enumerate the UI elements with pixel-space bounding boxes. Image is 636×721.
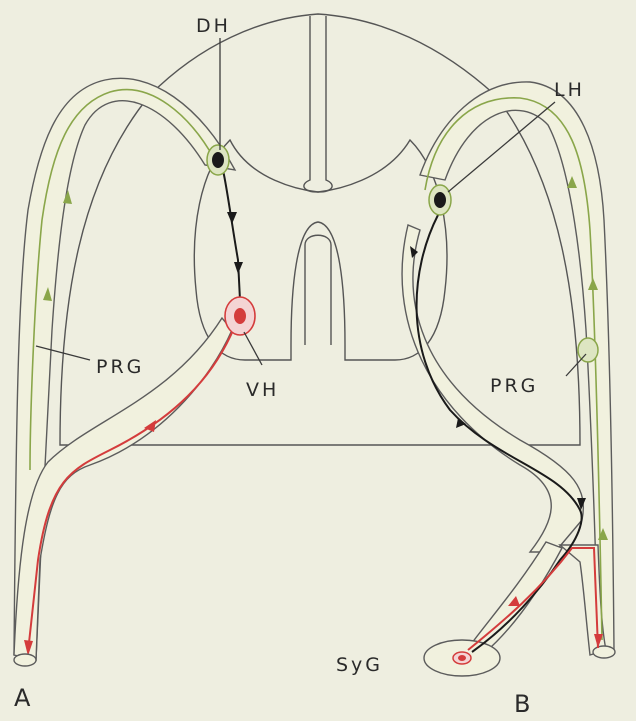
label-panel-a: A	[14, 684, 33, 712]
interneuron-arrow-1	[227, 212, 237, 224]
label-lh: LH	[554, 79, 585, 101]
interneuron-arrow-2	[234, 262, 243, 274]
label-panel-b: B	[514, 690, 533, 717]
label-prg-left: PRG	[96, 356, 144, 378]
label-vh: VH	[246, 379, 279, 401]
ventral-median-fissure	[305, 235, 331, 345]
label-syg: SyG	[336, 654, 383, 676]
prg-right-leader	[566, 354, 586, 376]
dorsal-horn-neuron	[212, 152, 224, 168]
right-nerve-end	[593, 646, 615, 658]
label-prg-right: PRG	[490, 375, 538, 397]
dorsal-horn-interneuron	[220, 158, 240, 300]
ganglion-neuron	[458, 655, 466, 661]
ventral-horn-neuron	[234, 308, 246, 324]
ganglion-cell-right	[578, 338, 598, 362]
lateral-horn-neuron	[434, 192, 446, 208]
label-dh: DH	[196, 15, 231, 37]
left-nerve-end	[14, 654, 36, 666]
dorsal-median-septum	[304, 16, 332, 192]
